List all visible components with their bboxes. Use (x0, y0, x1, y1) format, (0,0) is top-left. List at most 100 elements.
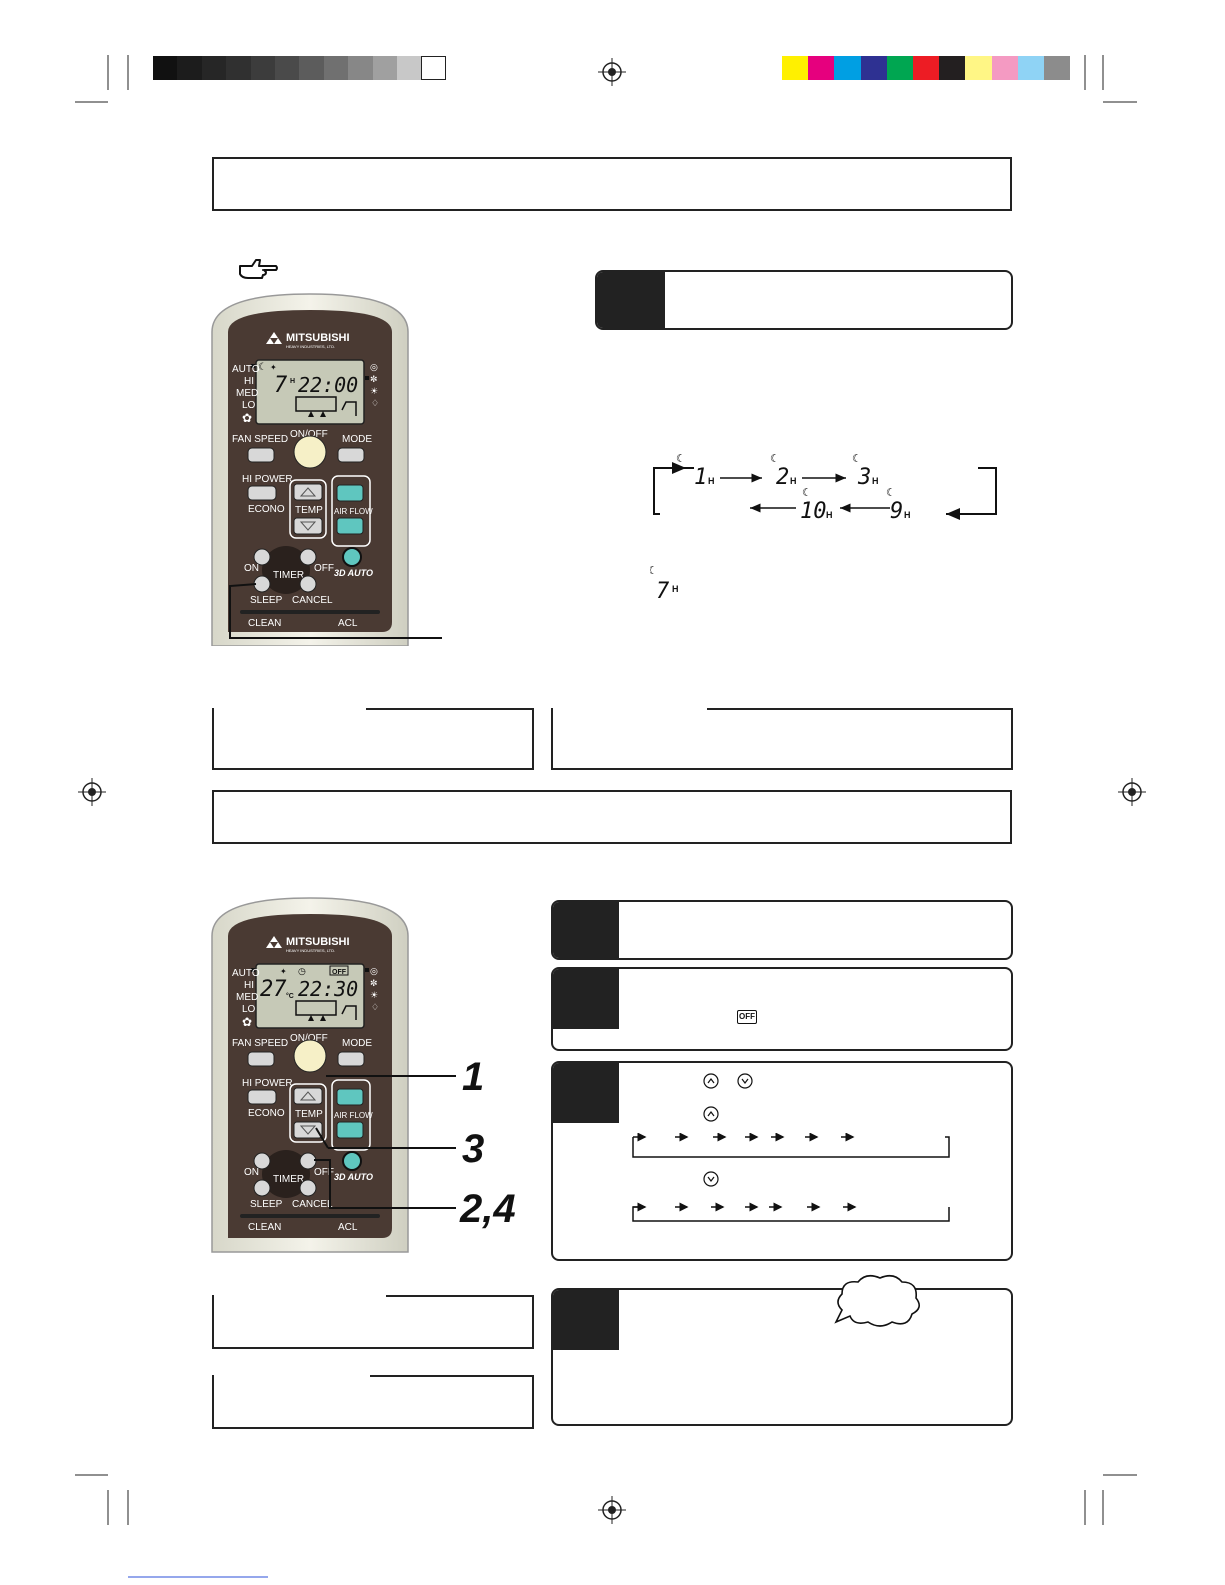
step-number-marker (553, 1290, 619, 1350)
registration-target-top (598, 58, 626, 86)
svg-text:LO: LO (242, 400, 256, 411)
3d-auto-button[interactable] (342, 1151, 362, 1171)
gray-swatch (250, 56, 275, 80)
section-title-box-off-timer (212, 790, 1012, 844)
fan-speed-button[interactable] (247, 1051, 275, 1067)
svg-text:AUTO: AUTO (232, 364, 260, 375)
fan-icon: ✿ (242, 411, 252, 425)
svg-text:FAN SPEED: FAN SPEED (232, 1038, 288, 1049)
svg-text:LO: LO (242, 1004, 256, 1015)
hi-power-button[interactable] (247, 1089, 277, 1105)
svg-text:OFF: OFF (332, 969, 347, 976)
svg-text:°C: °C (286, 992, 294, 1000)
callout-3: 3 (462, 1127, 484, 1171)
air-flow-vertical-button[interactable] (336, 484, 364, 502)
svg-text:HEAVY INDUSTRIES, LTD.: HEAVY INDUSTRIES, LTD. (286, 948, 335, 953)
color-swatch (939, 56, 966, 80)
air-flow-horizontal-button[interactable] (336, 1121, 364, 1139)
step-box-sleep (595, 270, 1013, 330)
heat-mode-icon: ☀ (370, 990, 378, 1000)
svg-text:H: H (872, 476, 879, 486)
sparkle-icon: ✦ (280, 967, 287, 976)
step-number-marker (553, 969, 619, 1029)
svg-text:22:30: 22:30 (298, 977, 358, 1001)
dry-mode-icon: ♢ (371, 398, 379, 408)
registration-target-left (78, 778, 106, 806)
sleep-hours-10: 10 (800, 499, 827, 524)
on-off-button[interactable] (293, 435, 327, 469)
step-box-2: OFF (551, 967, 1013, 1051)
remote-top-lcd (255, 359, 365, 425)
svg-text:HI POWER: HI POWER (242, 1078, 293, 1089)
section-title-box-sleep-timer (212, 157, 1012, 211)
svg-text:CANCEL: CANCEL (292, 1199, 333, 1210)
air-flow-vertical-button[interactable] (336, 1088, 364, 1106)
svg-text:3D AUTO: 3D AUTO (334, 568, 373, 578)
fan-speed-button[interactable] (247, 447, 275, 463)
sleep-hours-2: 2 (776, 465, 789, 490)
svg-text:AUTO: AUTO (232, 968, 260, 979)
registration-target-right (1118, 778, 1146, 806)
sleep-icon: ☾ (676, 453, 686, 465)
cool-mode-icon: ✼ (370, 978, 378, 988)
color-swatch (834, 56, 861, 80)
svg-text:SLEEP: SLEEP (250, 1199, 283, 1210)
timer-cancel-button[interactable] (299, 575, 317, 593)
note-box-left (212, 708, 534, 770)
timer-cancel-button[interactable] (299, 1179, 317, 1197)
svg-text:H: H (826, 510, 833, 520)
timer-on-button[interactable] (253, 1152, 271, 1170)
svg-text:OFF: OFF (314, 563, 334, 574)
air-flow-horizontal-button[interactable] (336, 517, 364, 535)
timer-off-button[interactable] (299, 548, 317, 566)
gray-swatch (275, 56, 300, 80)
color-swatch (991, 56, 1018, 80)
step-box-4 (551, 1288, 1013, 1426)
gray-swatch (323, 56, 349, 80)
note-box-bottom-2 (212, 1375, 534, 1429)
color-swatch (808, 56, 835, 80)
sleep-button[interactable] (253, 1179, 271, 1197)
svg-text:TEMP: TEMP (295, 505, 323, 516)
up-key-icon (703, 1106, 719, 1122)
remote-control-bottom: MITSUBISHI HEAVY INDUSTRIES, LTD. AUTO H… (210, 896, 410, 1254)
gray-swatch (226, 56, 251, 80)
svg-text:H: H (708, 476, 715, 486)
svg-text:ECONO: ECONO (248, 504, 285, 515)
gray-swatch (348, 56, 373, 80)
svg-text:ECONO: ECONO (248, 1108, 285, 1119)
color-swatch (860, 56, 887, 80)
decrement-sequence (632, 1202, 950, 1222)
step-number-marker (553, 902, 619, 958)
svg-text:OFF: OFF (314, 1167, 334, 1178)
temp-down-button[interactable] (293, 517, 323, 535)
svg-text:MODE: MODE (342, 1038, 372, 1049)
3d-auto-button[interactable] (342, 547, 362, 567)
callout-1: 1 (462, 1055, 484, 1099)
sleep-icon: ☾ (802, 487, 812, 499)
gray-swatch (177, 56, 202, 80)
gray-swatch (201, 56, 227, 80)
hi-power-button[interactable] (247, 485, 277, 501)
svg-text:H: H (290, 378, 295, 385)
sparkle-icon: ✦ (270, 363, 277, 372)
fan-icon: ✿ (242, 1015, 252, 1029)
remote-top-brand: MITSUBISHI (286, 332, 350, 344)
color-swatch (913, 56, 940, 80)
temp-up-button[interactable] (293, 483, 323, 501)
remote-bottom-brand: MITSUBISHI (286, 936, 350, 948)
sleep-icon: ☾ (770, 453, 780, 465)
svg-text:7: 7 (274, 373, 288, 398)
mode-button[interactable] (337, 447, 365, 463)
on-off-button[interactable] (293, 1039, 327, 1073)
mode-button[interactable] (337, 1051, 365, 1067)
svg-text:AIR FLOW: AIR FLOW (334, 507, 373, 516)
svg-text:ON: ON (244, 1167, 259, 1178)
clock-icon: ◷ (298, 966, 306, 976)
timer-on-button[interactable] (253, 548, 271, 566)
svg-text:SLEEP: SLEEP (250, 595, 283, 606)
svg-text:HI: HI (244, 376, 254, 387)
note-box-bottom-1 (212, 1295, 534, 1349)
svg-text:TIMER: TIMER (273, 570, 304, 581)
sleep-button-callout (229, 583, 442, 639)
